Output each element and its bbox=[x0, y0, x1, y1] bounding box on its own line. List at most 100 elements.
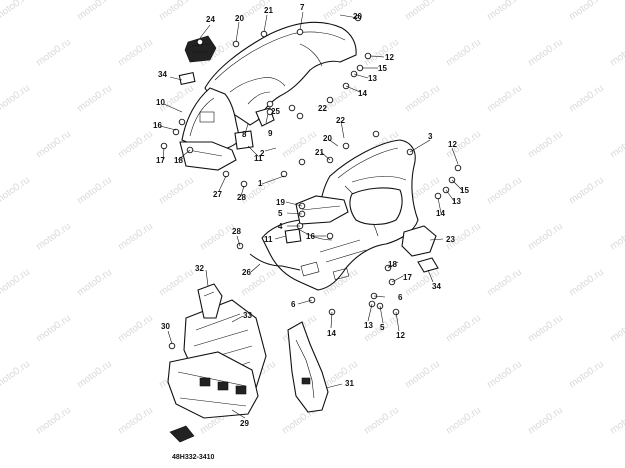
inner-panel-left bbox=[179, 87, 241, 171]
watermark-text: moto0.ru bbox=[567, 175, 606, 207]
bolt-fastener bbox=[240, 180, 248, 188]
watermark-text: moto0.ru bbox=[444, 37, 483, 69]
callout-16: 16 bbox=[153, 121, 162, 130]
part-24-cover bbox=[184, 35, 217, 63]
watermark-text: moto0.ru bbox=[116, 129, 155, 161]
callout-17: 17 bbox=[156, 156, 165, 165]
watermark-text: moto0.ru bbox=[608, 37, 625, 69]
callout-8: 8 bbox=[242, 130, 247, 139]
callout-labels: 24 20 21 7 20 12 15 13 14 22 34 10 25 16… bbox=[153, 3, 469, 461]
watermark-text: moto0.ru bbox=[0, 359, 32, 391]
watermark-text: moto0.ru bbox=[485, 175, 524, 207]
watermark-text: moto0.ru bbox=[157, 267, 196, 299]
bolt-fastener bbox=[296, 112, 304, 120]
watermark-text: moto0.ru bbox=[608, 405, 625, 437]
callout-29: 29 bbox=[240, 419, 249, 428]
callout-15: 15 bbox=[378, 64, 387, 73]
bolt-fastener bbox=[342, 142, 350, 150]
bolt-fastener bbox=[280, 170, 288, 178]
callout-14: 14 bbox=[358, 89, 367, 98]
bolt-fastener bbox=[434, 192, 442, 200]
watermark-text: moto0.ru bbox=[0, 0, 32, 22]
watermark-text: moto0.ru bbox=[116, 405, 155, 437]
part-32-bracket bbox=[197, 283, 223, 319]
callout-17: 17 bbox=[403, 273, 412, 282]
watermark-text: moto0.ru bbox=[403, 83, 442, 115]
watermark-text: moto0.ru bbox=[567, 0, 606, 22]
fasteners bbox=[160, 14, 462, 350]
part-23 bbox=[401, 225, 437, 257]
callout-30: 30 bbox=[161, 322, 170, 331]
callout-6: 6 bbox=[291, 300, 296, 309]
callout-23: 23 bbox=[446, 235, 455, 244]
watermark-text: moto0.ru bbox=[116, 313, 155, 345]
bolt-fastener bbox=[172, 128, 180, 136]
bolt-fastener bbox=[266, 108, 274, 116]
callout-11: 11 bbox=[264, 235, 273, 244]
watermark-text: moto0.ru bbox=[403, 0, 442, 22]
watermark-text: moto0.ru bbox=[362, 405, 401, 437]
watermark-text: moto0.ru bbox=[608, 313, 625, 345]
callout-28: 28 bbox=[237, 193, 246, 202]
watermark-text: moto0.ru bbox=[321, 359, 360, 391]
bolt-fastener bbox=[232, 40, 240, 48]
watermark-text: moto0.ru bbox=[34, 405, 73, 437]
callout-7: 7 bbox=[300, 3, 305, 12]
watermark-text: moto0.ru bbox=[526, 405, 565, 437]
watermark-text: moto0.ru bbox=[116, 37, 155, 69]
part-31-panel bbox=[287, 321, 329, 413]
bolt-fastener bbox=[160, 142, 168, 150]
bolt-fastener bbox=[356, 64, 364, 72]
callout-12: 12 bbox=[448, 140, 457, 149]
callout-21: 21 bbox=[264, 6, 273, 15]
callout-13: 13 bbox=[368, 74, 377, 83]
watermark-text: moto0.ru bbox=[198, 221, 237, 253]
part-29-panel bbox=[167, 351, 259, 419]
callout-21: 21 bbox=[315, 148, 324, 157]
callout-12: 12 bbox=[396, 331, 405, 340]
watermark-text: moto0.ru bbox=[34, 221, 73, 253]
watermark-text: moto0.ru bbox=[75, 267, 114, 299]
callout-15: 15 bbox=[460, 186, 469, 195]
watermark-text: moto0.ru bbox=[567, 83, 606, 115]
callout-11: 11 bbox=[254, 154, 263, 163]
drawing-code: 48H332-3410 bbox=[172, 454, 215, 461]
watermark-text: moto0.ru bbox=[0, 83, 32, 115]
part-11-lower bbox=[284, 228, 302, 244]
part-34-label-top bbox=[178, 71, 196, 85]
watermark-text: moto0.ru bbox=[444, 313, 483, 345]
callout-5: 5 bbox=[380, 323, 385, 332]
bolt-fastener bbox=[298, 158, 306, 166]
callout-14: 14 bbox=[436, 209, 445, 218]
callout-24: 24 bbox=[206, 15, 215, 24]
watermark-text: moto0.ru bbox=[0, 175, 32, 207]
callout-22: 22 bbox=[318, 104, 327, 113]
watermark-text: moto0.ru bbox=[280, 129, 319, 161]
callout-6: 6 bbox=[398, 293, 403, 302]
watermark-text: moto0.ru bbox=[34, 129, 73, 161]
callout-28: 28 bbox=[232, 227, 241, 236]
watermark-text: moto0.ru bbox=[75, 175, 114, 207]
part-11-upper bbox=[234, 130, 254, 150]
watermark-text: moto0.ru bbox=[485, 83, 524, 115]
watermark-text: moto0.ru bbox=[608, 221, 625, 253]
watermark-text: moto0.ru bbox=[75, 0, 114, 22]
watermark-text: moto0.ru bbox=[567, 359, 606, 391]
bolt-fastener bbox=[196, 38, 204, 46]
callout-33: 33 bbox=[243, 311, 252, 320]
callout-1: 1 bbox=[258, 179, 263, 188]
watermark-text: moto0.ru bbox=[444, 405, 483, 437]
watermark-text: moto0.ru bbox=[526, 221, 565, 253]
bolt-fastener bbox=[326, 96, 334, 104]
watermark-text: moto0.ru bbox=[157, 0, 196, 22]
watermark-text: moto0.ru bbox=[526, 313, 565, 345]
watermark-text: moto0.ru bbox=[116, 221, 155, 253]
watermark-text: moto0.ru bbox=[75, 83, 114, 115]
watermark-text: moto0.ru bbox=[75, 359, 114, 391]
callout-13: 13 bbox=[452, 197, 461, 206]
callout-31: 31 bbox=[345, 379, 354, 388]
callout-9: 9 bbox=[268, 129, 273, 138]
bolt-fastener bbox=[260, 30, 268, 38]
